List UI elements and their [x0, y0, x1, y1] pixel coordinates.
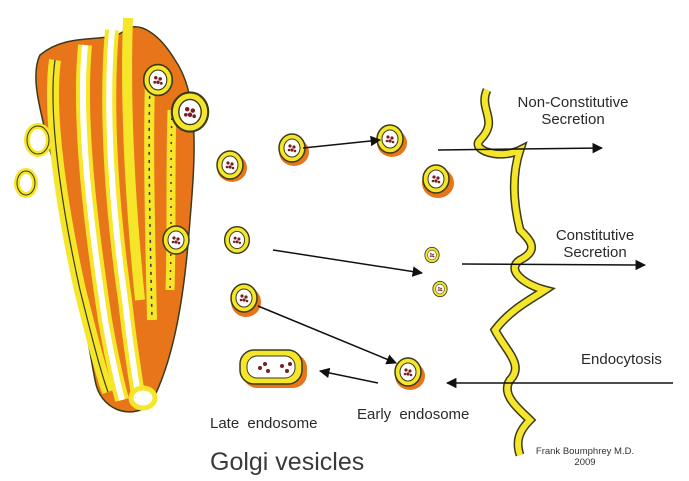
label-constitutive-secretion: Constitutive Secretion: [535, 227, 655, 262]
author-year: 2009: [515, 458, 655, 469]
pathway-arrows: [258, 140, 673, 383]
author-credit: Frank Boumphrey M.D. 2009: [515, 447, 655, 469]
arrow-non-constitutive-secretion: [438, 148, 602, 150]
arrow-constitutive-secretion: [462, 264, 645, 265]
label-endocytosis: Endocytosis: [581, 351, 662, 368]
label-non-constitutive-line2: Secretion: [498, 111, 648, 128]
label-non-constitutive-line1: Non-Constitutive: [498, 94, 648, 111]
arrow-golgi-to-constitutive: [273, 250, 422, 273]
label-late-endosome: Late endosome: [210, 415, 317, 432]
late-endosome: [240, 350, 307, 388]
arrow-golgi-to-vesicle: [303, 140, 380, 148]
label-non-constitutive-secretion: Non-Constitutive Secretion: [498, 94, 648, 129]
arrow-early-to-late-endosome: [320, 371, 378, 383]
label-constitutive-line2: Secretion: [535, 244, 655, 261]
diagram-title: Golgi vesicles: [210, 448, 364, 477]
label-early-endosome: Early endosome: [357, 406, 469, 423]
label-constitutive-line1: Constitutive: [535, 227, 655, 244]
plasma-membrane: [478, 90, 545, 455]
